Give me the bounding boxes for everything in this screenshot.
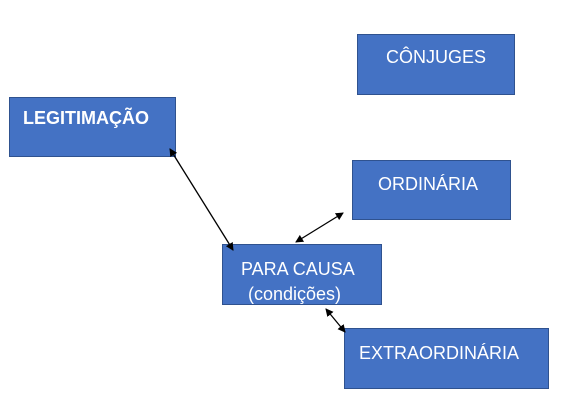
node-legitimacao-label: LEGITIMAÇÃO: [23, 108, 149, 128]
connector-legitimacao-para-causa: [169, 148, 234, 251]
node-para-causa-label: PARA CAUSA: [241, 259, 355, 279]
node-conjuges-label: CÔNJUGES: [386, 47, 487, 67]
node-para-causa-sublabel: (condições): [248, 284, 342, 304]
node-ordinaria-label: ORDINÁRIA: [378, 174, 479, 194]
node-legitimacao: LEGITIMAÇÃO: [9, 97, 176, 157]
connector-para-causa-extraordinaria: [325, 308, 346, 333]
node-conjuges: CÔNJUGES: [357, 34, 515, 95]
node-para-causa: PARA CAUSA (condições): [222, 244, 382, 305]
connector-para-causa-ordinaria: [295, 212, 344, 243]
node-ordinaria: ORDINÁRIA: [352, 160, 511, 220]
node-extraordinaria: EXTRAORDINÁRIA: [344, 328, 549, 389]
node-extraordinaria-label: EXTRAORDINÁRIA: [359, 343, 520, 363]
